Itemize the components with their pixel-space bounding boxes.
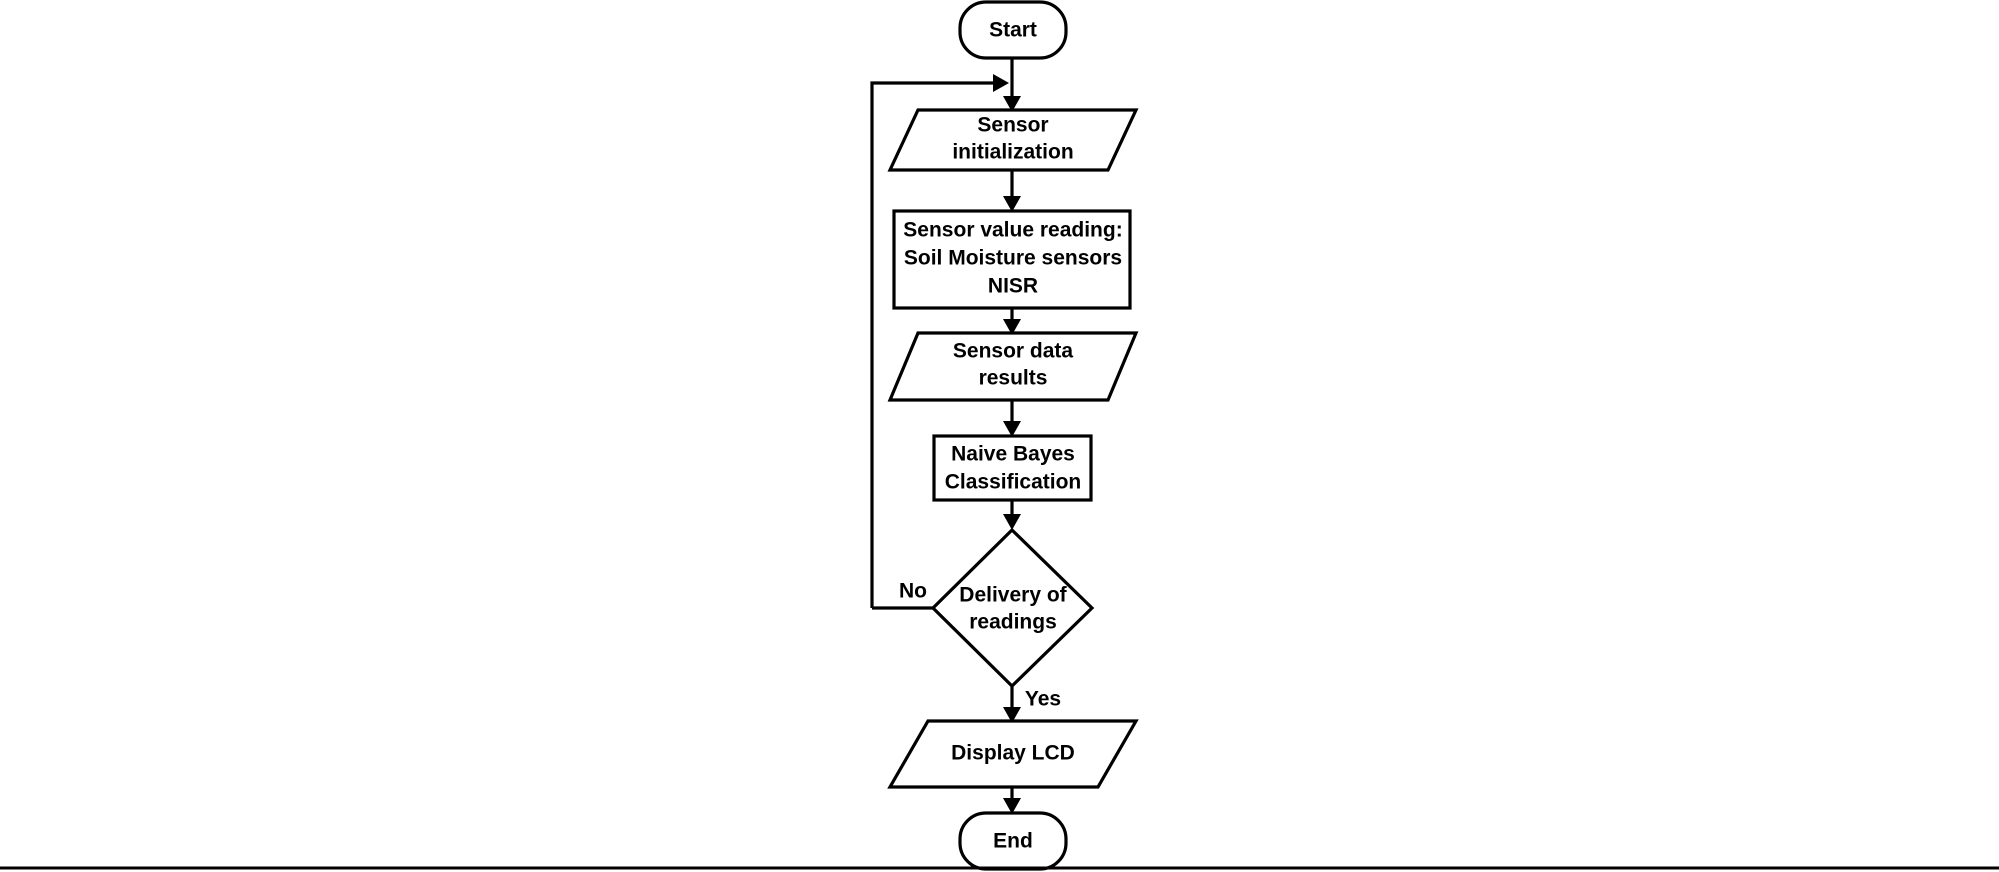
edge-lcd-to-end bbox=[1003, 786, 1021, 814]
node-naive-bayes-line2: Classification bbox=[945, 471, 1082, 494]
node-sensor-initialization-line2: initialization bbox=[952, 141, 1073, 164]
edge-reading-to-results bbox=[1003, 308, 1021, 335]
node-sensor-data-results[interactable]: Sensor data results bbox=[887, 331, 1139, 402]
node-sensor-data-results-line2: results bbox=[979, 367, 1048, 390]
node-start-label: Start bbox=[989, 19, 1037, 42]
node-sensor-value-reading[interactable]: Sensor value reading: Soil Moisture sens… bbox=[892, 209, 1132, 310]
node-sensor-data-results-line1: Sensor data bbox=[953, 340, 1074, 363]
node-sensor-initialization[interactable]: Sensor initialization bbox=[887, 108, 1139, 172]
node-delivery-decision-line1: Delivery of bbox=[959, 584, 1067, 607]
edge-results-to-naive-bayes bbox=[1003, 400, 1021, 437]
node-display-lcd[interactable]: Display LCD bbox=[887, 719, 1139, 789]
node-delivery-decision[interactable]: Delivery of readings bbox=[930, 527, 1095, 689]
node-sensor-initialization-line1: Sensor bbox=[977, 114, 1048, 137]
node-sensor-value-reading-line1: Sensor value reading: bbox=[903, 219, 1122, 242]
node-naive-bayes-line1: Naive Bayes bbox=[951, 443, 1075, 466]
edge-start-to-sensor-init bbox=[1003, 58, 1021, 112]
node-start[interactable]: Start bbox=[958, 0, 1068, 60]
edge-naive-bayes-to-decision bbox=[1003, 500, 1021, 530]
node-end[interactable]: End bbox=[958, 811, 1068, 871]
node-end-label: End bbox=[993, 830, 1033, 853]
edge-init-to-reading bbox=[1003, 170, 1021, 212]
edge-label-no: No bbox=[899, 580, 927, 603]
edge-loopback-no bbox=[870, 74, 1009, 608]
node-display-lcd-label: Display LCD bbox=[951, 742, 1075, 765]
node-naive-bayes-classification[interactable]: Naive Bayes Classification bbox=[932, 434, 1093, 502]
node-sensor-value-reading-line3: NISR bbox=[988, 275, 1038, 298]
node-delivery-decision-line2: readings bbox=[969, 611, 1057, 634]
edge-label-yes: Yes bbox=[1025, 688, 1061, 711]
node-sensor-value-reading-line2: Soil Moisture sensors bbox=[904, 247, 1122, 270]
